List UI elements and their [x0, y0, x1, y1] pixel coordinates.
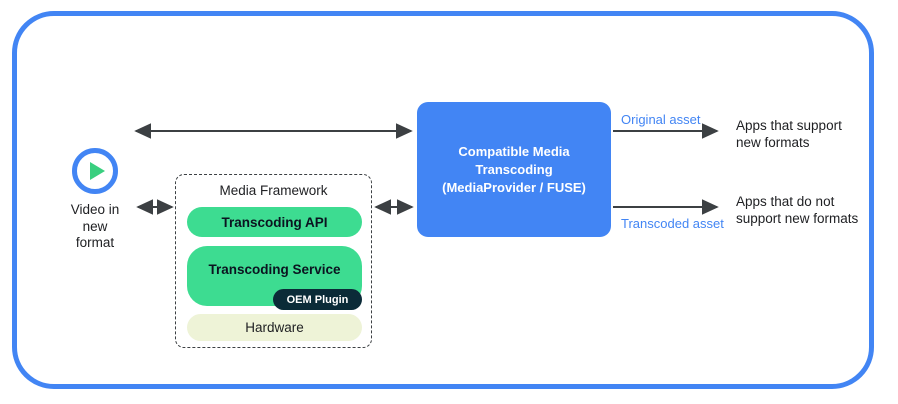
compatible-media-transcoding-label: Compatible Media Transcoding (MediaProvi… — [442, 143, 586, 195]
transcoding-api-layer[interactable]: Transcoding API — [187, 207, 362, 237]
video-source-label: Video in new format — [70, 202, 120, 250]
oem-plugin-badge[interactable]: OEM Plugin — [273, 289, 362, 310]
media-framework-box: Media Framework Transcoding API Transcod… — [175, 174, 372, 348]
apps-not-support-new-formats-label: Apps that do not support new formats — [736, 194, 859, 226]
original-asset-label: Original asset — [621, 112, 701, 127]
media-framework-title: Media Framework — [219, 183, 328, 198]
arrow-source-to-media-framework — [136, 199, 174, 215]
arrow-source-to-central-top — [134, 123, 413, 139]
arrow-original-asset — [613, 123, 719, 139]
arrow-media-framework-to-central — [374, 199, 414, 215]
transcoding-service-label: Transcoding Service — [208, 262, 341, 277]
play-triangle-icon — [89, 162, 105, 180]
apps-support-new-formats-label: Apps that support new formats — [736, 118, 842, 150]
play-circle-icon — [72, 148, 118, 194]
arrow-transcoded-asset — [613, 199, 719, 215]
transcoded-asset-label: Transcoded asset — [621, 216, 724, 231]
compatible-media-transcoding-box[interactable]: Compatible Media Transcoding (MediaProvi… — [417, 102, 611, 237]
video-source-group: Video in new format — [46, 148, 144, 252]
hardware-layer[interactable]: Hardware — [187, 314, 362, 341]
